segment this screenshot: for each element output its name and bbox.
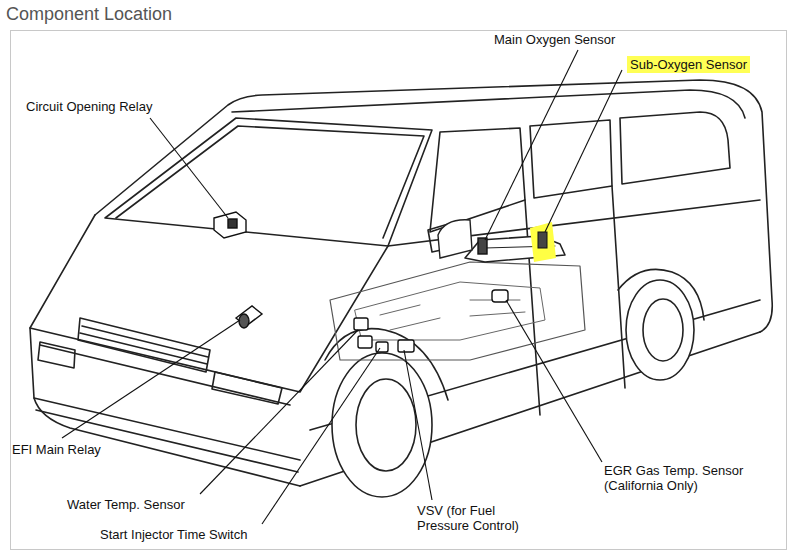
part-label: Circuit Opening Relay — [26, 99, 152, 114]
part-label: Main Oxygen Sensor — [494, 32, 615, 47]
part-label: EFI Main Relay — [12, 442, 101, 457]
diagram-title: Component Location — [6, 3, 172, 25]
part-label: EGR Gas Temp. Sensor (California Only) — [604, 463, 769, 493]
part-label: Start Injector Time Switch — [100, 527, 247, 542]
part-label: VSV (for Fuel Pressure Control) — [417, 503, 529, 533]
part-label: Sub-Oxygen Sensor — [627, 56, 750, 73]
part-label: Water Temp. Sensor — [67, 497, 185, 512]
